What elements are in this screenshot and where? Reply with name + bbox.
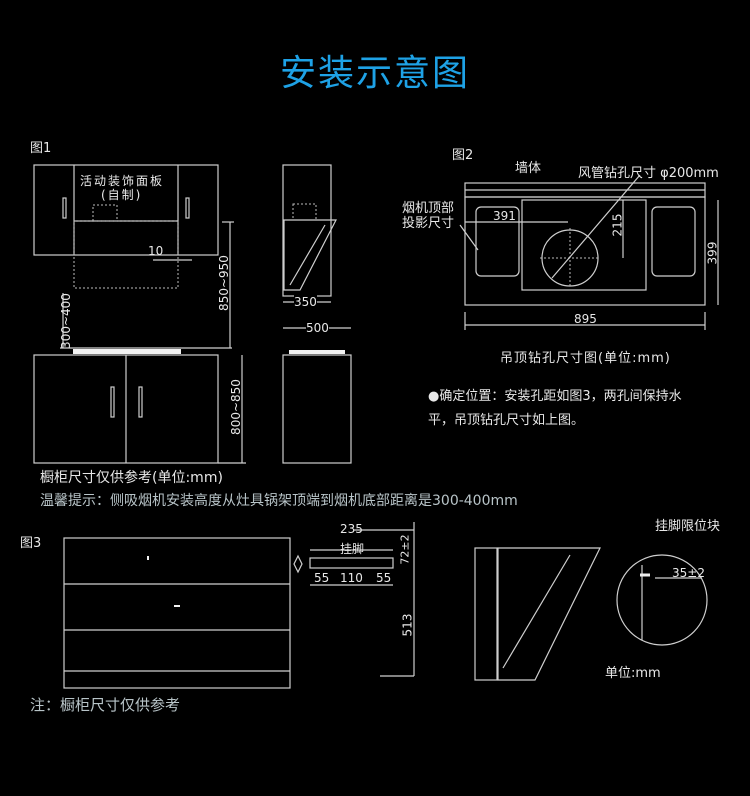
projection-label-1: 烟机顶部 (402, 201, 455, 216)
fig3-bracket (293, 522, 415, 677)
install-tip: 温馨提示：侧吸烟机安装高度从灶具锅架顶端到烟机底部距离是300-400mm (40, 493, 518, 509)
dim-depth-hood: 350 (294, 295, 317, 309)
fig2-note-line2: 平，吊顶钻孔尺寸如上图。 (428, 413, 585, 428)
fig2-caption: 吊顶钻孔尺寸图(单位:mm) (500, 351, 671, 366)
dim-72: 72±2 (398, 534, 412, 565)
dim-35: 35±2 (672, 566, 705, 580)
dim-hood-height: 850~950 (216, 255, 231, 311)
fig2-note-line1: ●确定位置：安装孔距如图3，两孔间保持水 (428, 389, 682, 404)
panel-label: 活动装饰面板 (80, 174, 165, 188)
fig1-caption: 橱柜尺寸仅供参考(单位:mm) (40, 470, 223, 486)
dim-895: 895 (574, 312, 597, 326)
handle-icon (138, 386, 143, 418)
projection-label-2: 投影尺寸 (402, 216, 455, 231)
page-title: 安装示意图 (279, 53, 470, 94)
hood-top-dashed (92, 204, 118, 222)
dim-gap: 10 (148, 244, 164, 258)
dim-391: 391 (493, 209, 516, 223)
dim-215: 215 (610, 213, 625, 237)
fig3-front (63, 537, 291, 689)
dim-55-right: 55 (376, 571, 392, 585)
dim-55-left: 55 (314, 571, 330, 585)
fig1-side-view (282, 164, 352, 464)
upper-cabinet (33, 164, 219, 256)
fig1-label: 图1 (30, 141, 52, 156)
dim-counter-height: 800~850 (228, 379, 243, 435)
handle-icon (62, 197, 67, 219)
fig1-front-view (33, 164, 246, 464)
fig2-ceiling-plan (459, 174, 719, 330)
dim-110: 110 (340, 571, 363, 585)
handle-icon (185, 197, 190, 219)
unit-label: 单位:mm (605, 666, 661, 681)
dim-cooktop-gap: 300~400 (58, 293, 73, 349)
stopper-label: 挂脚限位块 (655, 519, 721, 534)
panel-sub-label: (自制) (101, 188, 143, 202)
dim-513: 513 (400, 613, 415, 637)
fig3-label: 图3 (20, 536, 42, 551)
hood-outline-dashed (73, 220, 179, 289)
countertop (73, 349, 181, 354)
handle-icon (110, 386, 115, 418)
dim-235: 235 (340, 522, 363, 536)
fig3-side (474, 547, 708, 681)
dim-depth-cabinet: 500 (306, 321, 329, 335)
footer-note: 注：橱柜尺寸仅供参考 (30, 696, 181, 714)
duct-label: 风管钻孔尺寸 φ200mm (578, 166, 719, 181)
bracket-label: 挂脚 (340, 542, 365, 556)
fig2-label: 图2 (452, 148, 474, 163)
dim-399: 399 (705, 241, 720, 265)
wall-label: 墙体 (515, 161, 542, 176)
detail-circle (616, 554, 708, 646)
